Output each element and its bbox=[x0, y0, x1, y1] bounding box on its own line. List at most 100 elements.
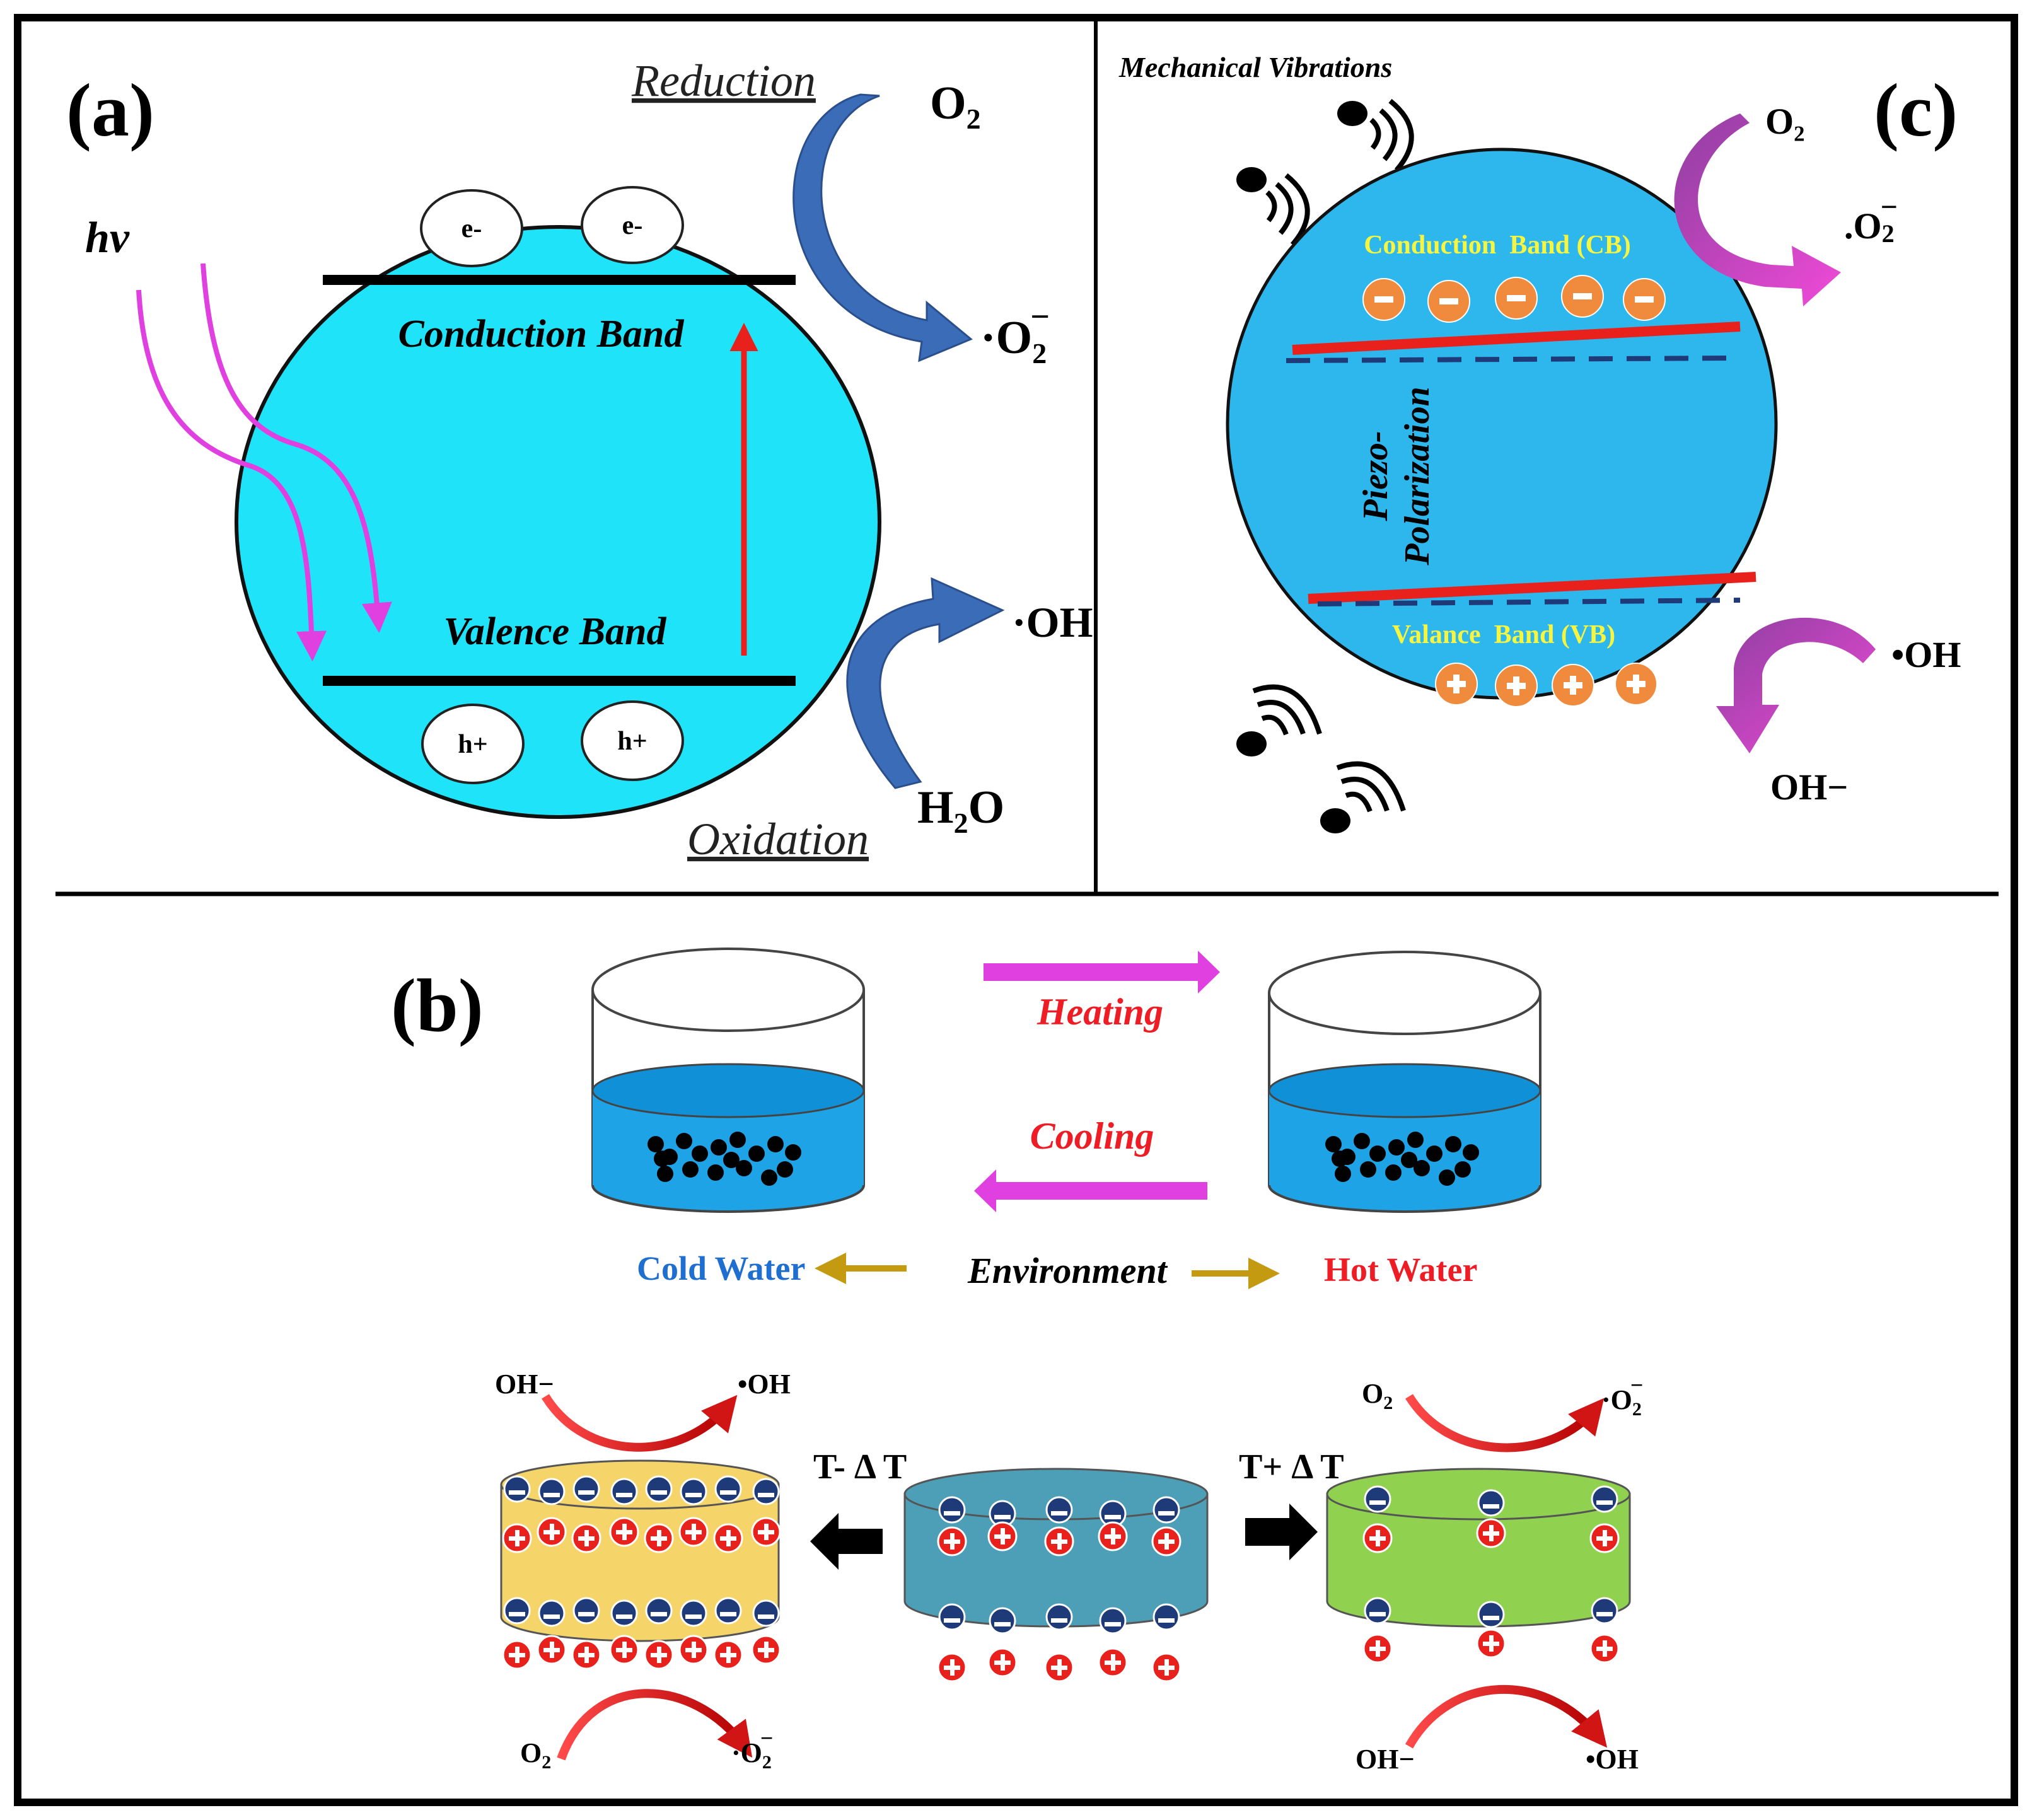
negative-charge-marker bbox=[1099, 1607, 1127, 1635]
left-bottom-reactant: O2 bbox=[520, 1737, 551, 1773]
svg-text:H2O: H2O bbox=[917, 782, 1004, 839]
positive-charge-marker bbox=[713, 1640, 743, 1670]
positive-charge-marker bbox=[537, 1517, 567, 1547]
left-bottom-product: ·O2− bbox=[731, 1725, 773, 1773]
negative-charge-marker bbox=[610, 1478, 638, 1505]
conduction-band-label: Conduction Band bbox=[398, 313, 684, 356]
negative-charge bbox=[1362, 278, 1405, 321]
negative-charge-marker bbox=[680, 1599, 707, 1627]
svg-text:Polarization: Polarization bbox=[1398, 386, 1437, 565]
negative-charge-marker bbox=[680, 1478, 707, 1505]
vibration-icon bbox=[1236, 684, 1322, 756]
negative-charge-marker bbox=[645, 1597, 673, 1625]
positive-charge-marker bbox=[987, 1521, 1018, 1551]
oxidation-label: Oxidation bbox=[687, 814, 869, 864]
negative-charge-marker bbox=[1045, 1603, 1073, 1631]
superoxide-product: ·O2− bbox=[980, 298, 1050, 369]
o2-reactant: O2 bbox=[930, 78, 981, 135]
cb-label: Conduction Band (CB) bbox=[1364, 231, 1631, 260]
negative-charge-marker bbox=[989, 1607, 1016, 1635]
heat-direction-arrow bbox=[1245, 1504, 1318, 1560]
photon-label: hv bbox=[85, 214, 130, 262]
negative-charge-marker bbox=[645, 1475, 673, 1503]
positive-charge-marker bbox=[1362, 1633, 1393, 1664]
negative-charge bbox=[1427, 280, 1470, 323]
positive-charge-marker bbox=[987, 1647, 1018, 1678]
left-bottom-reaction-arrow bbox=[557, 1689, 753, 1761]
positive-charge-marker bbox=[609, 1635, 639, 1665]
positive-charge-marker bbox=[1362, 1523, 1393, 1553]
negative-charge-marker bbox=[1477, 1489, 1505, 1517]
negative-charge-marker bbox=[1477, 1601, 1505, 1628]
hole-1: h+ bbox=[421, 704, 525, 784]
cooling-label: Cooling bbox=[1030, 1115, 1154, 1157]
negative-charge-marker bbox=[752, 1478, 780, 1505]
positive-charge bbox=[1495, 664, 1538, 707]
negative-charge-marker bbox=[714, 1597, 742, 1625]
piezo-polarization-label: Piezo- Polarization bbox=[1356, 386, 1437, 565]
left-top-reaction-arrow bbox=[542, 1394, 738, 1452]
positive-charge-marker bbox=[502, 1523, 532, 1553]
positive-charge-marker bbox=[502, 1640, 532, 1670]
positive-charge-marker bbox=[937, 1526, 967, 1556]
negative-charge-marker bbox=[572, 1475, 600, 1503]
svg-text:e-: e- bbox=[462, 214, 482, 243]
positive-charge-marker bbox=[1476, 1628, 1506, 1659]
positive-charge-marker bbox=[1044, 1526, 1074, 1556]
positive-charge-marker bbox=[751, 1635, 781, 1665]
cb-red-line bbox=[1292, 322, 1741, 355]
left-top-reactant: OH− bbox=[495, 1369, 554, 1400]
cool-direction-arrow bbox=[810, 1513, 883, 1570]
panel-b: (b) bbox=[391, 948, 1643, 1775]
photon-wave-1 bbox=[136, 289, 327, 662]
panel-c-label: (c) bbox=[1874, 68, 1958, 152]
positive-charge bbox=[1435, 663, 1478, 705]
right-top-product: ·O2− bbox=[1601, 1372, 1643, 1420]
electron-2: e- bbox=[581, 186, 684, 264]
negative-charge-marker bbox=[1591, 1485, 1618, 1513]
positive-charge-marker bbox=[1151, 1652, 1181, 1683]
negative-charge-marker bbox=[538, 1478, 566, 1505]
negative-charge-marker bbox=[714, 1475, 742, 1503]
t-plus-label: T+ Δ T bbox=[1239, 1447, 1344, 1487]
valence-band-label: Valence Band bbox=[443, 610, 666, 653]
positive-charge-marker bbox=[713, 1523, 743, 1553]
environment-label: Environment bbox=[967, 1250, 1168, 1291]
vibration-icon bbox=[1320, 761, 1406, 833]
right-bottom-reactant: OH− bbox=[1356, 1744, 1415, 1775]
positive-charge bbox=[1615, 663, 1658, 705]
positive-charge-marker bbox=[537, 1635, 567, 1665]
o2-reactant-c: O₂ bbox=[1765, 101, 1805, 142]
cb-electrons bbox=[1362, 275, 1666, 323]
positive-charge-marker bbox=[1589, 1523, 1620, 1553]
cold-water-label: Cold Water bbox=[637, 1249, 806, 1287]
negative-charge bbox=[1561, 275, 1604, 318]
positive-charge-marker bbox=[1098, 1647, 1128, 1678]
svg-text:e-: e- bbox=[622, 211, 643, 240]
positive-charge-marker bbox=[937, 1652, 967, 1683]
positive-charge-marker bbox=[1476, 1518, 1506, 1548]
photocatalyst-sphere bbox=[235, 225, 881, 819]
cooling-arrow bbox=[974, 1169, 1207, 1212]
right-top-reactant: O2 bbox=[1362, 1378, 1393, 1413]
positive-charge-marker bbox=[571, 1640, 601, 1670]
negative-charge-marker bbox=[938, 1603, 966, 1631]
hydroxide-reactant-c: OH− bbox=[1770, 767, 1848, 808]
cold-beaker bbox=[591, 948, 865, 1213]
negative-charge-marker bbox=[938, 1496, 966, 1524]
negative-charge-marker bbox=[752, 1599, 780, 1627]
negative-charge bbox=[1495, 277, 1538, 320]
negative-charge-marker bbox=[503, 1597, 531, 1625]
electron-1: e- bbox=[420, 189, 523, 267]
svg-text:h+: h+ bbox=[617, 727, 647, 756]
outer-frame bbox=[14, 14, 2018, 1806]
positive-charge bbox=[1552, 664, 1594, 707]
negative-charge-marker bbox=[1364, 1597, 1391, 1625]
photon-wave-2 bbox=[200, 263, 392, 634]
positive-charge-marker bbox=[571, 1523, 601, 1553]
negative-charge bbox=[1623, 278, 1666, 321]
t-minus-label: T- Δ T bbox=[813, 1447, 907, 1487]
negative-charge-marker bbox=[572, 1597, 600, 1625]
right-top-reaction-arrow bbox=[1405, 1394, 1605, 1452]
